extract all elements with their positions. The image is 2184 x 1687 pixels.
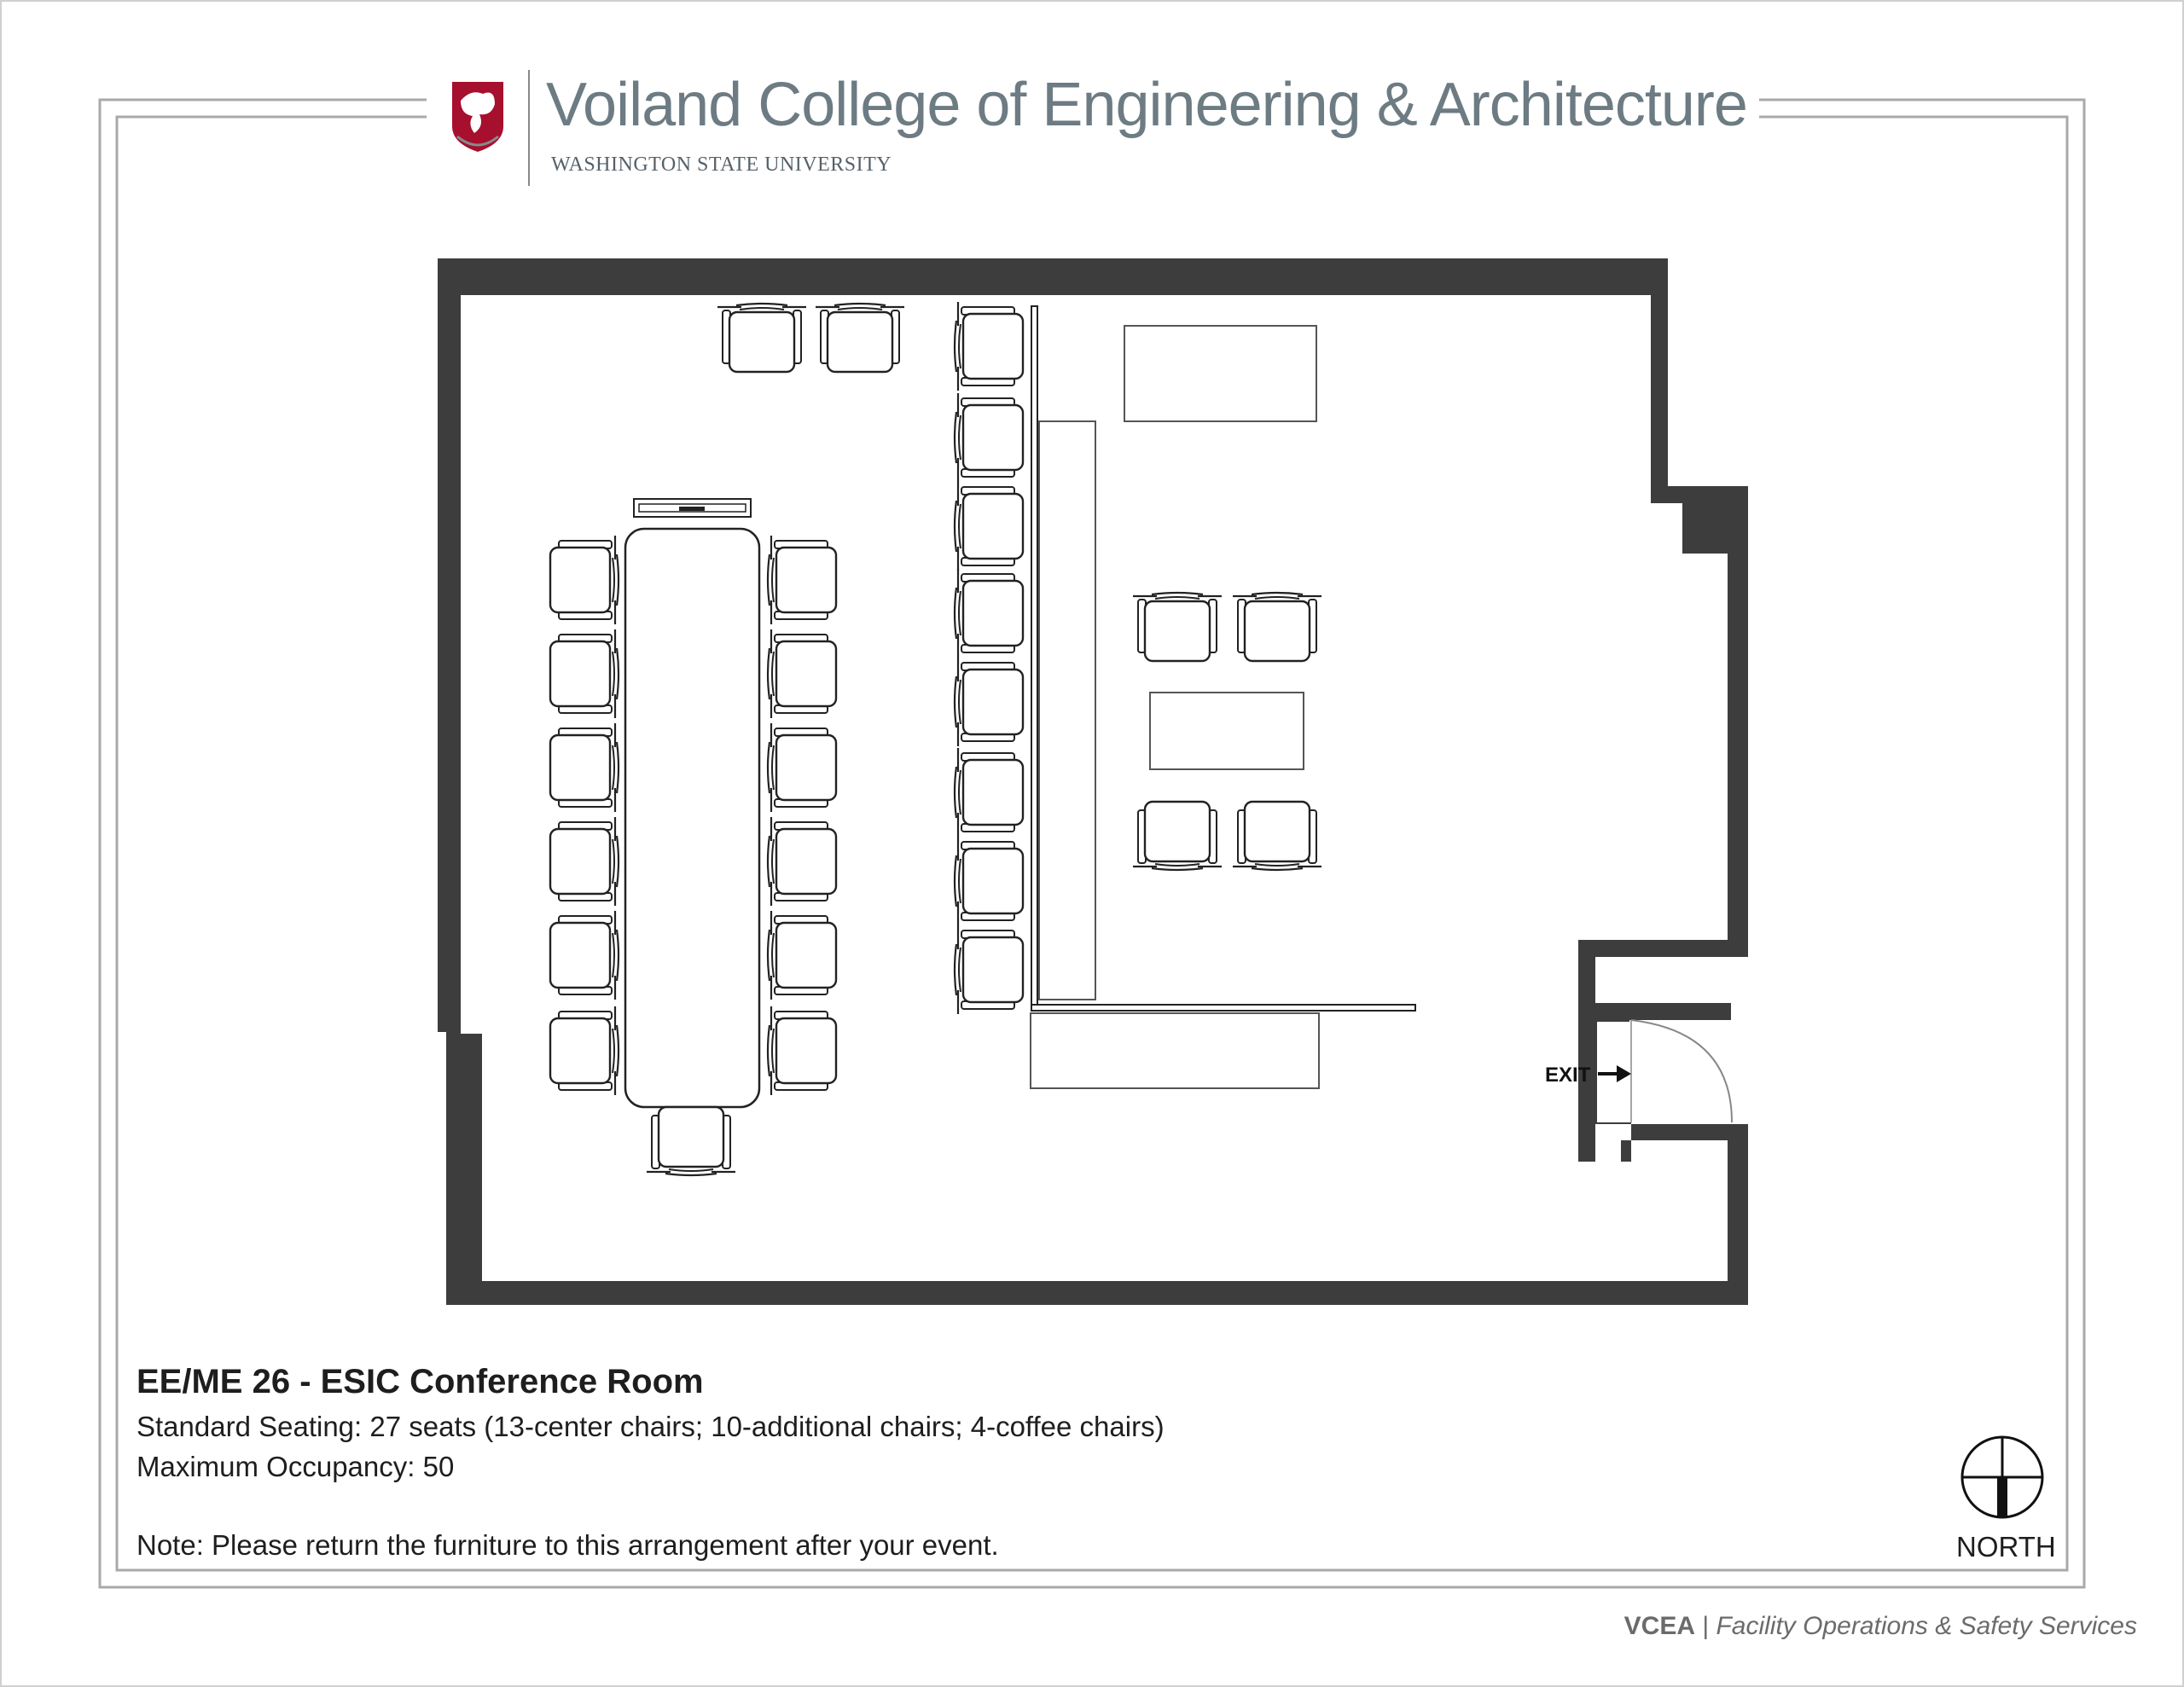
additional-chair xyxy=(953,567,1025,659)
coffee-chair xyxy=(1231,800,1323,872)
center-chair xyxy=(645,1105,737,1177)
note-value: Please return the furniture to this arra… xyxy=(203,1529,999,1561)
center-chair xyxy=(549,534,620,626)
wsu-cougar-logo xyxy=(452,82,503,152)
occupancy-info: Maximum Occupancy: 50 xyxy=(136,1451,454,1483)
center-chair xyxy=(766,815,838,907)
coffee-chair xyxy=(1231,591,1323,663)
center-chair xyxy=(549,1005,620,1097)
center-chair xyxy=(549,628,620,720)
additional-chair xyxy=(953,656,1025,748)
occupancy-value: 50 xyxy=(415,1451,455,1482)
counter-narrow xyxy=(1038,420,1096,1000)
university-name: WASHINGTON STATE UNIVERSITY xyxy=(551,154,892,176)
credenza xyxy=(1124,325,1317,422)
conference-table xyxy=(624,527,761,1109)
coffee-chair xyxy=(1131,800,1223,872)
center-chair xyxy=(549,909,620,1001)
footer-department: Facility Operations & Safety Services xyxy=(1716,1612,2137,1640)
low-cabinet xyxy=(1030,1012,1320,1089)
center-chair xyxy=(766,1005,838,1097)
seating-label: Standard Seating: xyxy=(136,1411,363,1442)
additional-chair xyxy=(953,300,1025,392)
center-chair xyxy=(766,628,838,720)
additional-chair xyxy=(814,302,906,374)
center-chair xyxy=(766,722,838,814)
additional-chairs xyxy=(716,300,1025,1016)
door-swing xyxy=(1630,1019,1733,1123)
partition-horizontal xyxy=(1031,1004,1416,1012)
note-label: Note: xyxy=(136,1529,204,1561)
seating-value: 27 seats (13-center chairs; 10-additiona… xyxy=(362,1411,1165,1442)
footer: VCEA | Facility Operations & Safety Serv… xyxy=(1450,1612,2137,1641)
center-chair xyxy=(549,815,620,907)
partition-vertical xyxy=(1031,305,1038,1006)
display-monitor xyxy=(633,498,752,518)
additional-chair xyxy=(953,391,1025,484)
seating-info: Standard Seating: 27 seats (13-center ch… xyxy=(136,1411,1165,1443)
additional-chair xyxy=(953,835,1025,927)
footer-org: VCEA xyxy=(1623,1612,1695,1640)
note-info: Note: Please return the furniture to thi… xyxy=(136,1529,999,1562)
center-chair xyxy=(766,534,838,626)
inner-double-border xyxy=(98,98,2086,1589)
college-title: Voiland College of Engineering & Archite… xyxy=(546,71,1748,139)
center-chair xyxy=(766,909,838,1001)
coffee-table xyxy=(1149,692,1304,770)
coffee-chair xyxy=(1131,591,1223,663)
footer-separator: | xyxy=(1695,1612,1716,1640)
room-title: EE/ME 26 - ESIC Conference Room xyxy=(136,1363,704,1400)
exit-arrow-icon xyxy=(1598,1065,1631,1082)
additional-chair xyxy=(953,924,1025,1016)
additional-chair xyxy=(953,480,1025,572)
north-label: NORTH xyxy=(1956,1531,2056,1562)
additional-chair xyxy=(953,746,1025,838)
north-compass-icon xyxy=(1960,1435,2044,1519)
exit-label: EXIT xyxy=(1545,1064,1591,1087)
center-chair xyxy=(549,722,620,814)
additional-chair xyxy=(716,302,808,374)
occupancy-label: Maximum Occupancy: xyxy=(136,1451,415,1482)
